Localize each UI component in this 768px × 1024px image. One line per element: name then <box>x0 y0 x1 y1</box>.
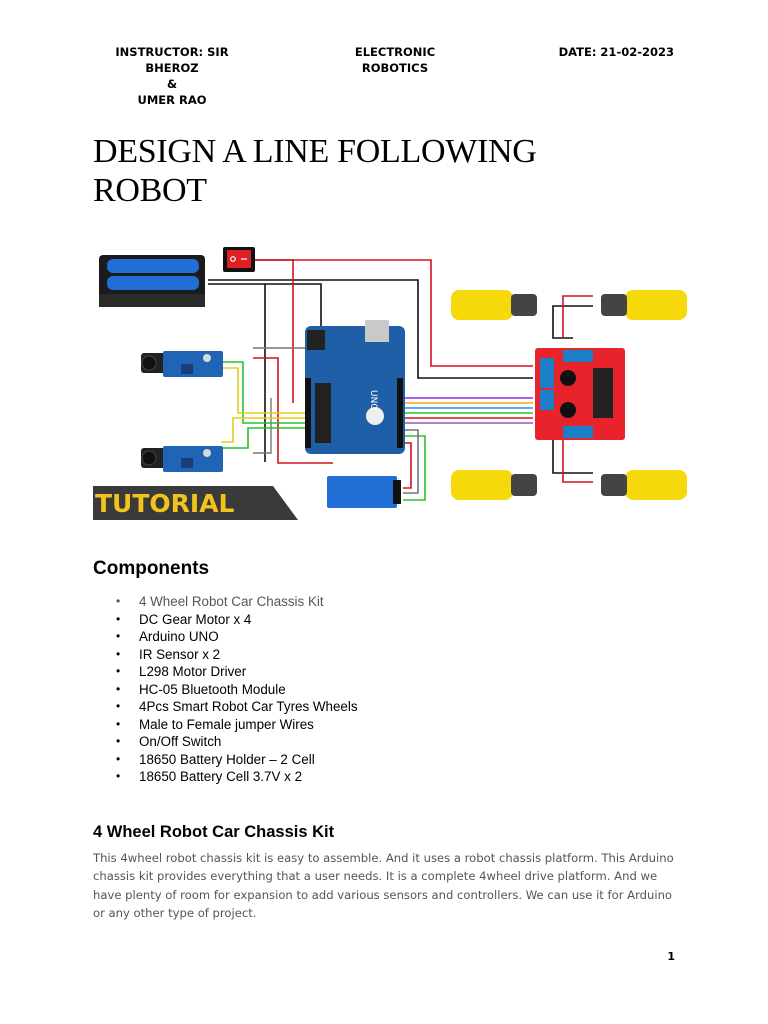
ir-sensor-bottom <box>141 446 223 472</box>
list-item: HC-05 Bluetooth Module <box>116 681 358 699</box>
arduino-uno-board: UNO <box>305 320 405 454</box>
banner-text: TUTORIAL <box>95 489 235 518</box>
hc05-bluetooth-module <box>327 476 401 508</box>
battery-holder <box>99 255 205 307</box>
signal-wires <box>403 397 533 494</box>
title-line2: ROBOT <box>93 172 207 209</box>
gear-motor-top-left <box>451 290 537 320</box>
list-item: L298 Motor Driver <box>116 663 358 681</box>
gear-motor-bottom-right <box>601 470 687 500</box>
ir-sensor-top <box>141 351 223 377</box>
tutorial-banner: TUTORIAL <box>93 486 298 520</box>
board-label: UNO <box>368 390 378 410</box>
green-wires <box>221 361 426 501</box>
wiring-diagram: UNO TUTORIAL <box>93 247 687 520</box>
list-item: On/Off Switch <box>116 733 358 751</box>
gear-motor-bottom-left <box>451 470 537 500</box>
page-number: 1 <box>667 950 675 963</box>
title-line1: DESIGN A LINE FOLLOWING <box>93 133 537 170</box>
date-header: DATE: 21-02-2023 <box>558 45 674 59</box>
instructor-name: INSTRUCTOR: SIR BHEROZ <box>115 45 229 75</box>
red-wires <box>253 259 593 483</box>
on-off-switch <box>223 247 255 272</box>
list-item: DC Gear Motor x 4 <box>116 611 358 629</box>
gray-wires <box>253 347 309 454</box>
l298-motor-driver <box>535 348 625 440</box>
components-heading: Components <box>93 558 210 579</box>
course-line1: ELECTRONIC <box>354 45 436 59</box>
list-item: 18650 Battery Cell 3.7V x 2 <box>116 768 358 786</box>
chassis-paragraph: This 4wheel robot chassis kit is easy to… <box>93 851 674 921</box>
list-item: Arduino UNO <box>116 628 358 646</box>
list-item: Male to Female jumper Wires <box>116 716 358 734</box>
instructor-header: INSTRUCTOR: SIR BHEROZ & UMER RAO <box>92 44 252 108</box>
list-item: 4 Wheel Robot Car Chassis Kit <box>116 593 358 611</box>
gear-motor-top-right <box>601 290 687 320</box>
instructor-second-name: UMER RAO <box>137 93 207 107</box>
yellow-wires <box>221 367 308 443</box>
document-title: DESIGN A LINE FOLLOWING ROBOT <box>93 132 693 210</box>
list-item: 4Pcs Smart Robot Car Tyres Wheels <box>116 698 358 716</box>
instructor-ampersand: & <box>166 77 178 91</box>
course-line2: ROBOTICS <box>361 61 429 75</box>
course-header: ELECTRONIC ROBOTICS <box>340 44 450 76</box>
list-item: IR Sensor x 2 <box>116 646 358 664</box>
chassis-heading: 4 Wheel Robot Car Chassis Kit <box>93 823 335 841</box>
list-item: 18650 Battery Holder – 2 Cell <box>116 751 358 769</box>
components-list: 4 Wheel Robot Car Chassis Kit DC Gear Mo… <box>116 593 358 786</box>
